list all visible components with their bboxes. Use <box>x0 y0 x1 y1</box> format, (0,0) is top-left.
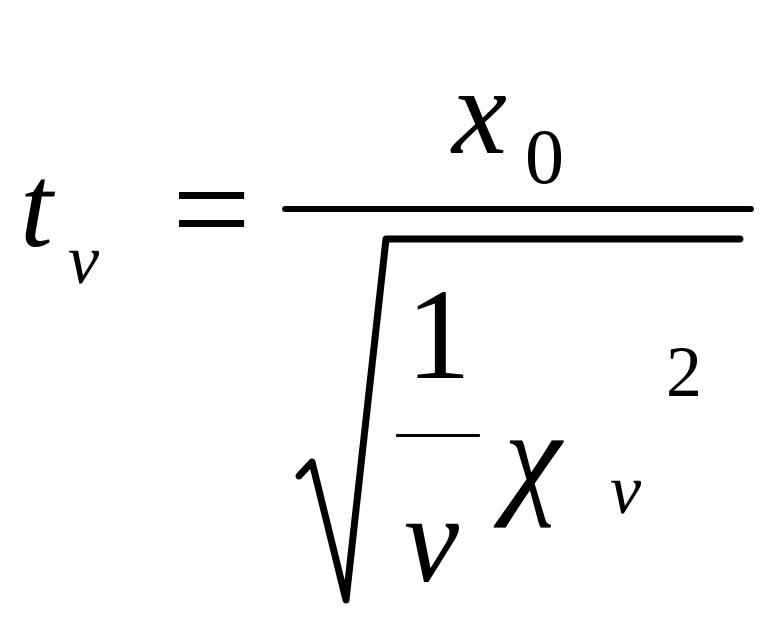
main-fraction-bar <box>282 206 754 212</box>
equals-sign: = <box>172 132 251 287</box>
chi-symbol: χ <box>504 385 562 529</box>
lhs-subscript: v <box>68 222 100 299</box>
numerator-symbol: x <box>452 43 508 180</box>
inner-fraction-denominator: v <box>404 471 460 608</box>
inner-fraction-numerator: 1 <box>406 263 471 407</box>
chi-superscript: 2 <box>666 332 702 412</box>
inner-fraction-bar <box>396 434 480 437</box>
chi-subscript: v <box>610 452 642 529</box>
numerator-subscript: 0 <box>525 113 564 200</box>
lhs-symbol: t <box>20 141 53 272</box>
